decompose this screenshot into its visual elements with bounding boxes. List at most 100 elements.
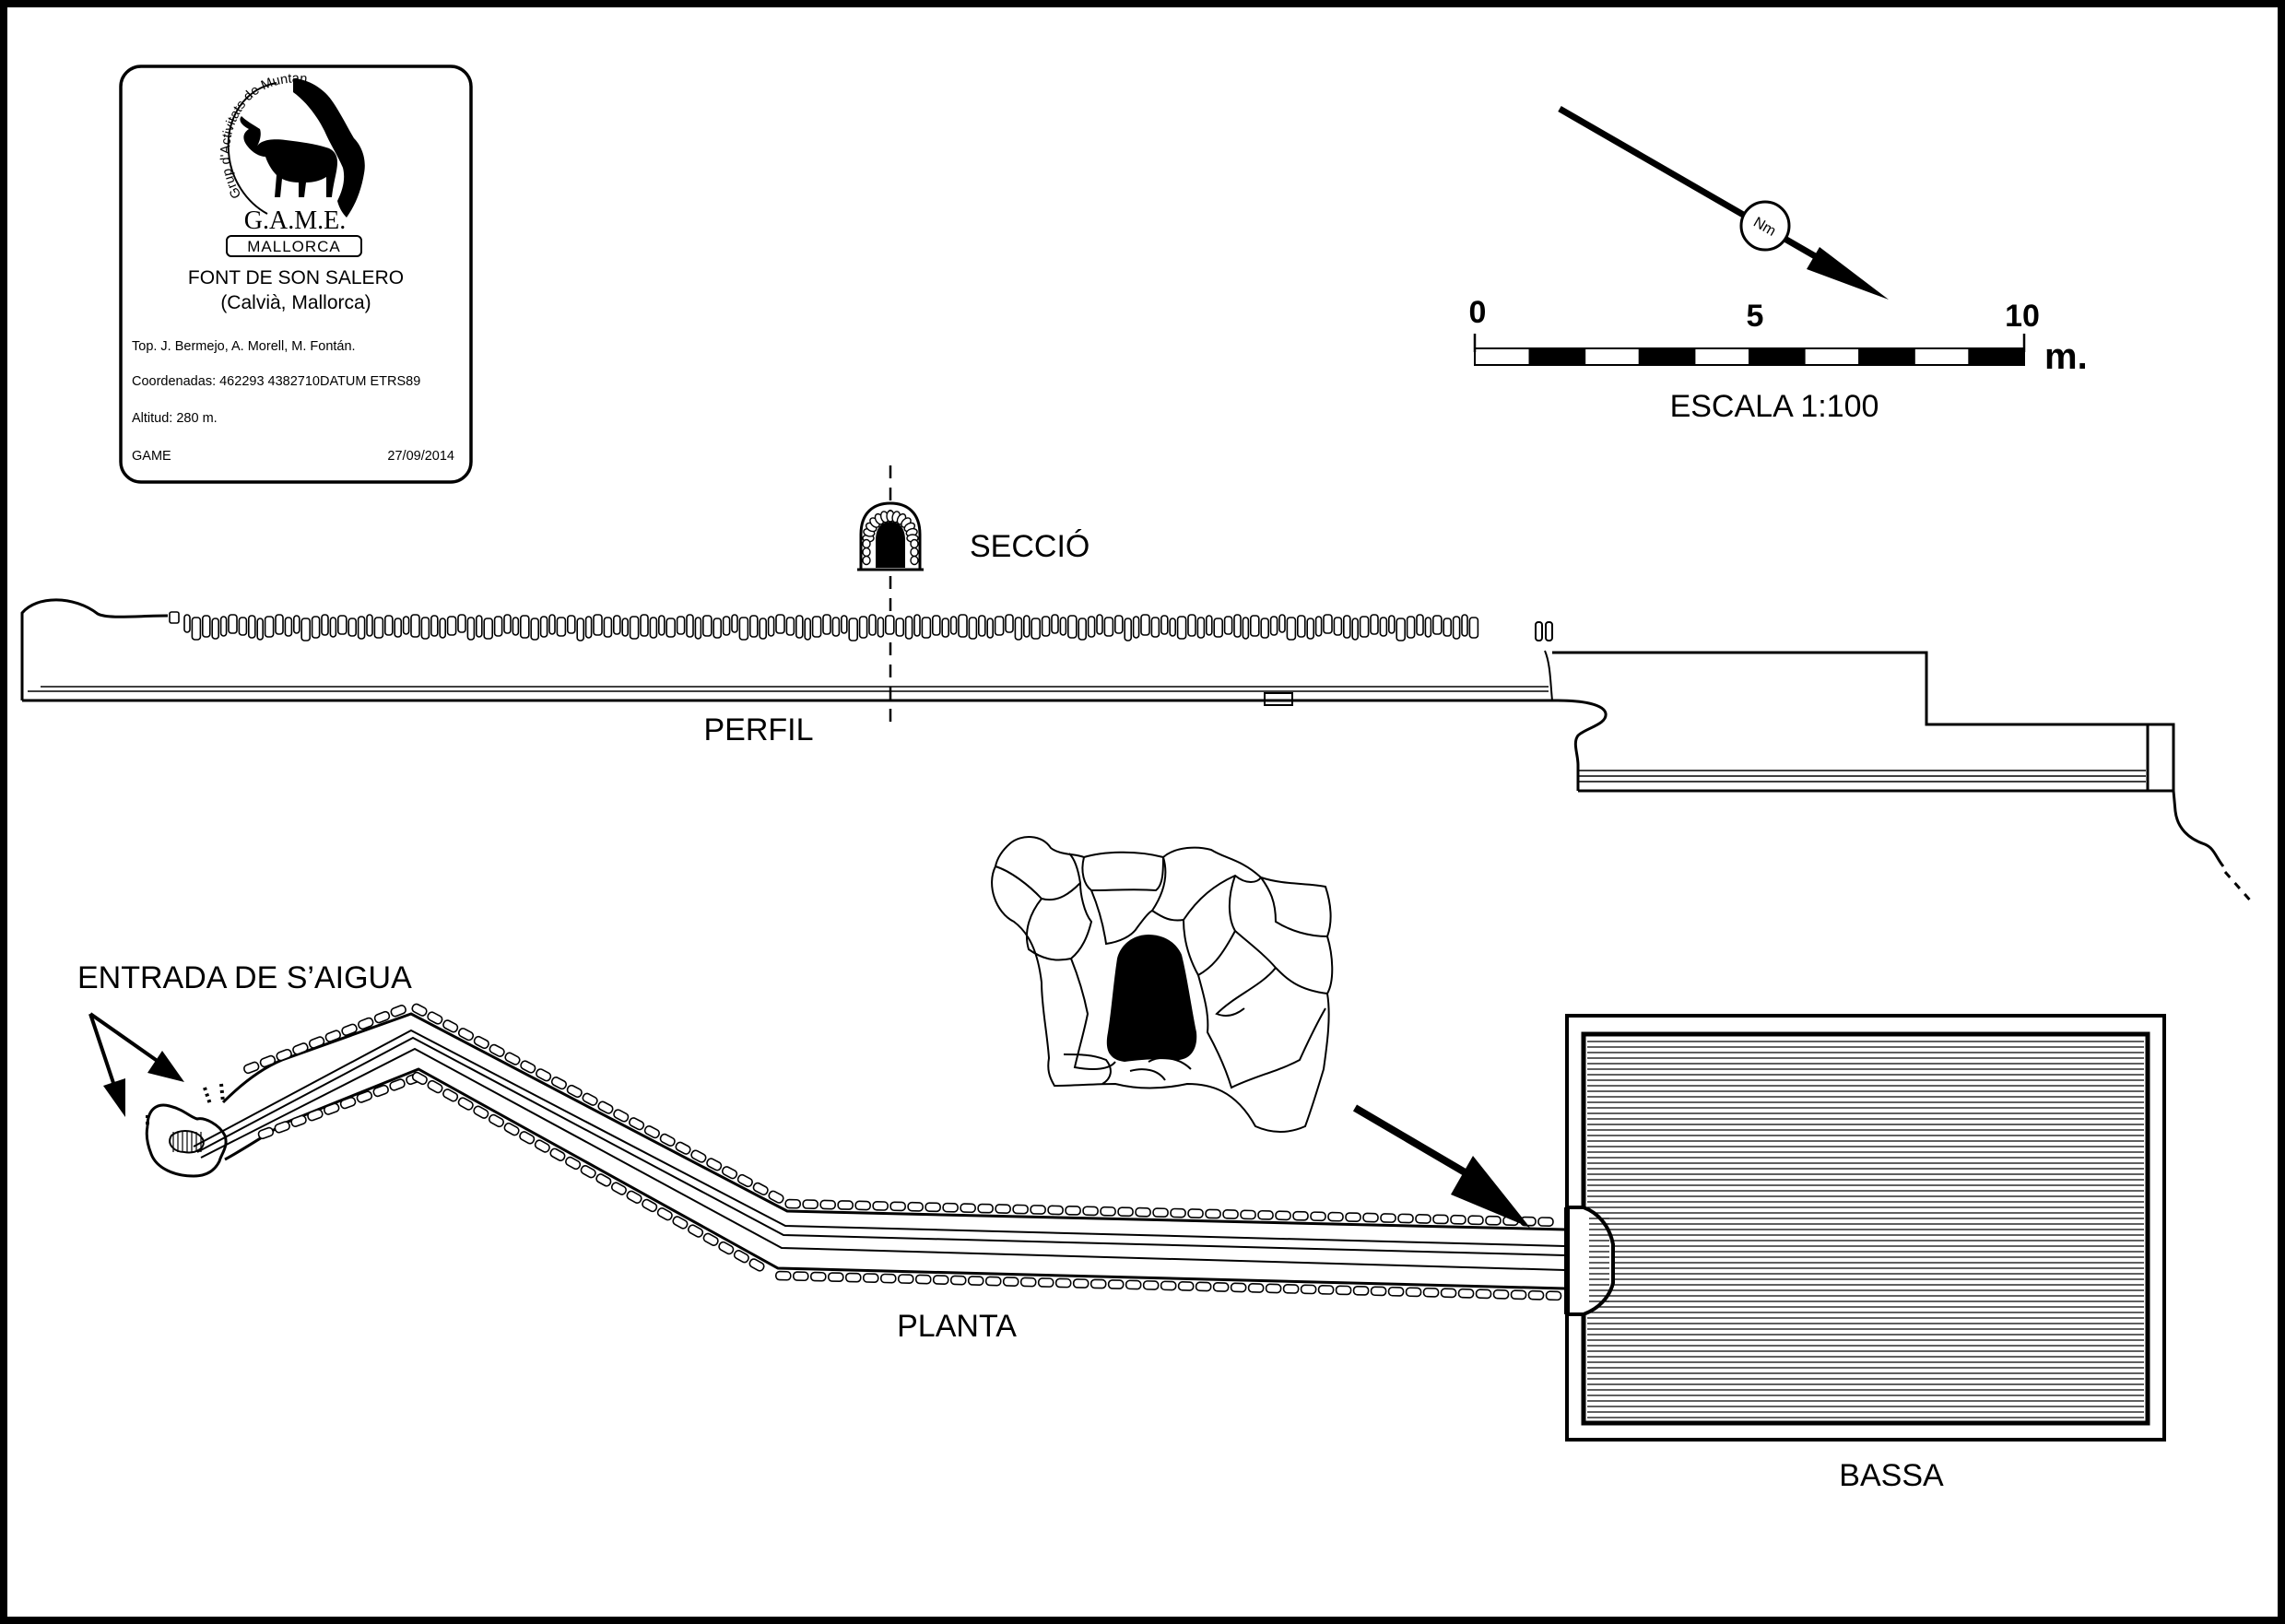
plan-stone xyxy=(960,1203,976,1214)
plan-stone xyxy=(1177,1281,1195,1291)
plan-stone xyxy=(358,1017,374,1030)
inlet-arrow-shaft-1 xyxy=(88,1012,160,1064)
coordinates: Coordenadas: 462293 4382710DATUM ETRS89 xyxy=(132,374,420,389)
plan-stone xyxy=(1019,1277,1037,1288)
profile-stone xyxy=(895,618,905,637)
profile-floor xyxy=(22,699,1608,791)
altitude: Altitud: 280 m. xyxy=(132,411,218,426)
profile-stone xyxy=(483,618,494,640)
profile-stone xyxy=(822,614,831,635)
profile-stone xyxy=(202,615,211,638)
plan-stone xyxy=(442,1019,459,1033)
profile-stone xyxy=(329,617,337,638)
profile-stone xyxy=(576,618,585,641)
profile-stone xyxy=(1005,614,1014,633)
plan-stone xyxy=(897,1274,914,1284)
profile-stone xyxy=(503,614,512,634)
profile-stone xyxy=(466,617,476,641)
profile-stone xyxy=(686,614,694,638)
profile-stone xyxy=(1343,615,1351,639)
plan-stone xyxy=(672,1216,689,1230)
plan-stone xyxy=(1212,1282,1230,1292)
scale-bar: 0 5 10 m. ESCALA 1:100 xyxy=(1469,295,2088,424)
plan-stone xyxy=(1327,1211,1344,1222)
logo-goat-icon xyxy=(240,116,337,197)
plan-stone xyxy=(1345,1212,1361,1223)
profile-stone xyxy=(877,617,885,638)
profile-stone xyxy=(949,616,958,635)
site-location: (Calvià, Mallorca) xyxy=(220,292,371,313)
section-conduit-opening xyxy=(876,522,905,568)
profile-stone xyxy=(1278,614,1286,633)
plan-stone xyxy=(1065,1205,1081,1216)
profile-stone xyxy=(804,618,812,641)
plan-stone xyxy=(792,1271,809,1282)
plan-stone xyxy=(610,1182,627,1195)
plan-stone xyxy=(411,1071,428,1086)
plan-stone xyxy=(536,1068,552,1082)
profile-stone xyxy=(256,618,265,641)
plan-conduit-line-2 xyxy=(196,1036,1566,1256)
plan-stone xyxy=(690,1149,707,1163)
plan-stone xyxy=(1475,1289,1492,1300)
site-name: FONT DE SON SALERO xyxy=(188,267,404,288)
plan-stone xyxy=(307,1109,324,1122)
plan-stone xyxy=(488,1113,505,1128)
detail-stone-5 xyxy=(1229,875,1328,994)
plan-stone xyxy=(1117,1206,1134,1218)
detail-stone-2 xyxy=(1081,856,1164,892)
pool-water-hatch xyxy=(1587,1041,2144,1418)
section-stone xyxy=(910,555,919,566)
profile-stone xyxy=(1351,618,1359,641)
plan-stone xyxy=(308,1036,325,1049)
profile-stone xyxy=(1014,617,1023,641)
profile-stone xyxy=(665,618,677,638)
plan-label: PLANTA xyxy=(897,1309,1017,1344)
profile-stone xyxy=(629,616,640,640)
plan-inlet-dash-2 xyxy=(203,1087,212,1105)
pool-label: BASSA xyxy=(1839,1458,1944,1493)
plan-stone xyxy=(925,1202,941,1213)
author: GAME xyxy=(132,449,171,464)
profile-stone xyxy=(1468,617,1479,639)
profile-stone xyxy=(1323,614,1333,634)
plan-stone xyxy=(819,1199,836,1210)
plan-stone xyxy=(942,1202,959,1213)
profile-stone xyxy=(211,618,219,640)
plan-stone xyxy=(1089,1278,1107,1289)
plan-stone xyxy=(914,1274,932,1285)
profile-stone-pair xyxy=(1535,621,1543,641)
profile-stone xyxy=(1452,616,1461,640)
profile-stone xyxy=(264,616,275,638)
profile-stone xyxy=(247,615,256,639)
profile-stone xyxy=(603,617,613,638)
plan-stone xyxy=(889,1201,906,1212)
scale-bar-segment xyxy=(1968,347,2025,366)
profile-stone xyxy=(858,616,868,639)
profile-stone xyxy=(420,617,430,640)
profile-stone xyxy=(868,614,877,636)
profile-stone xyxy=(1269,616,1278,636)
profile-stone xyxy=(1187,614,1196,637)
plan-stone xyxy=(675,1141,691,1155)
scale-bar-segment xyxy=(1858,347,1915,366)
plan-stone xyxy=(879,1273,897,1284)
plan-stone xyxy=(1317,1284,1335,1295)
profile-stone xyxy=(1023,615,1031,638)
plan-stone xyxy=(1510,1289,1527,1300)
profile-stone xyxy=(311,616,321,639)
plan-stone xyxy=(1545,1290,1562,1301)
plan-stone xyxy=(1275,1210,1291,1221)
profile-stone xyxy=(978,615,986,637)
profile-stone xyxy=(383,615,394,636)
profile-stone xyxy=(1206,615,1213,636)
profile-stone xyxy=(228,614,238,634)
profile-stone xyxy=(1370,614,1379,635)
profile-stone xyxy=(748,615,759,638)
plan-stone xyxy=(457,1028,475,1041)
plan-stone xyxy=(1037,1277,1054,1288)
profile-stone xyxy=(649,617,658,639)
plan-stone xyxy=(442,1089,459,1102)
profile-stone xyxy=(676,616,686,635)
profile-stone xyxy=(519,615,530,639)
